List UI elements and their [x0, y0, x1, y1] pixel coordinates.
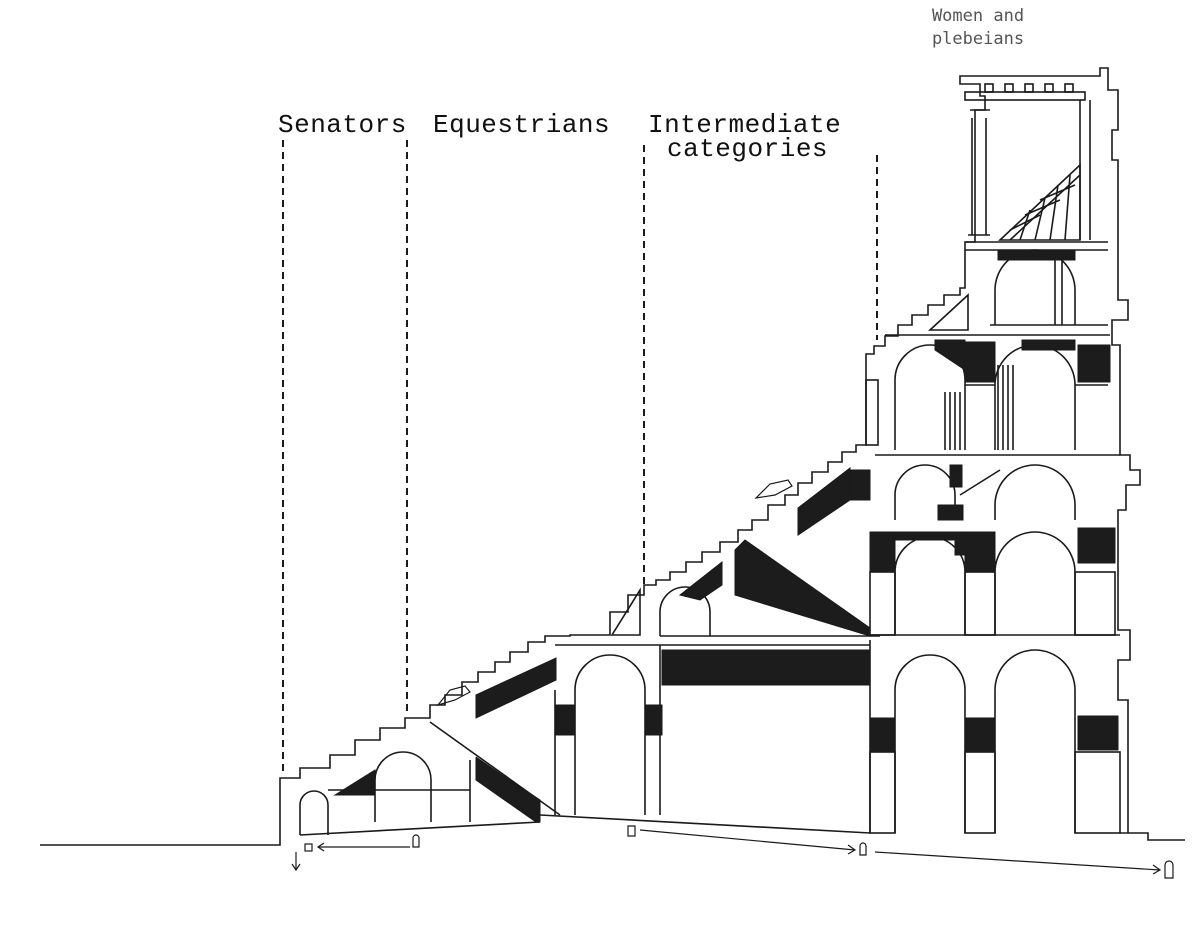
upper-gallery: [885, 249, 1110, 336]
mass-ground-pier-a: [869, 717, 896, 753]
mass-second-pier-c: [1077, 527, 1116, 564]
sector-dividers: [282, 140, 878, 775]
mass-second-pier-a: [869, 531, 896, 573]
podium-ornaments: [436, 479, 793, 707]
label-intermediate-line2: categories: [667, 134, 829, 164]
lower-structure: [299, 586, 880, 836]
label-senators: Senators: [278, 110, 407, 140]
mass-senators-vault: [333, 769, 376, 796]
attic: [964, 83, 1108, 243]
mass-lower-ramp-b: [475, 657, 557, 719]
cavea-profile: [288, 67, 1141, 833]
mass-ground-pier-c: [1077, 715, 1119, 751]
label-intermediate-line1: Intermediate: [648, 110, 842, 140]
mass-ground-lintel: [661, 649, 871, 686]
label-equestrians: Equestrians: [433, 110, 611, 140]
ground-right: [1120, 832, 1185, 841]
second-storey: [869, 464, 1120, 636]
mass-third-pier-b: [1077, 344, 1111, 383]
label-women-line1: Women and: [931, 6, 1025, 26]
mass-upper-ramp: [797, 466, 851, 536]
mass-third-pier-a: [964, 341, 996, 383]
mass-stair-left: [678, 560, 723, 601]
label-women-line2: plebeians: [931, 29, 1025, 49]
ground-line: [40, 777, 288, 846]
mass-upper-lintel: [997, 249, 1076, 261]
mass-pier-a: [555, 704, 576, 736]
mass-ground-pier-b: [964, 717, 996, 753]
mass-main-ramp: [734, 539, 871, 637]
dark-masses: [333, 249, 1119, 824]
access-arrows: [291, 825, 1174, 879]
mass-pier-b: [644, 704, 663, 736]
